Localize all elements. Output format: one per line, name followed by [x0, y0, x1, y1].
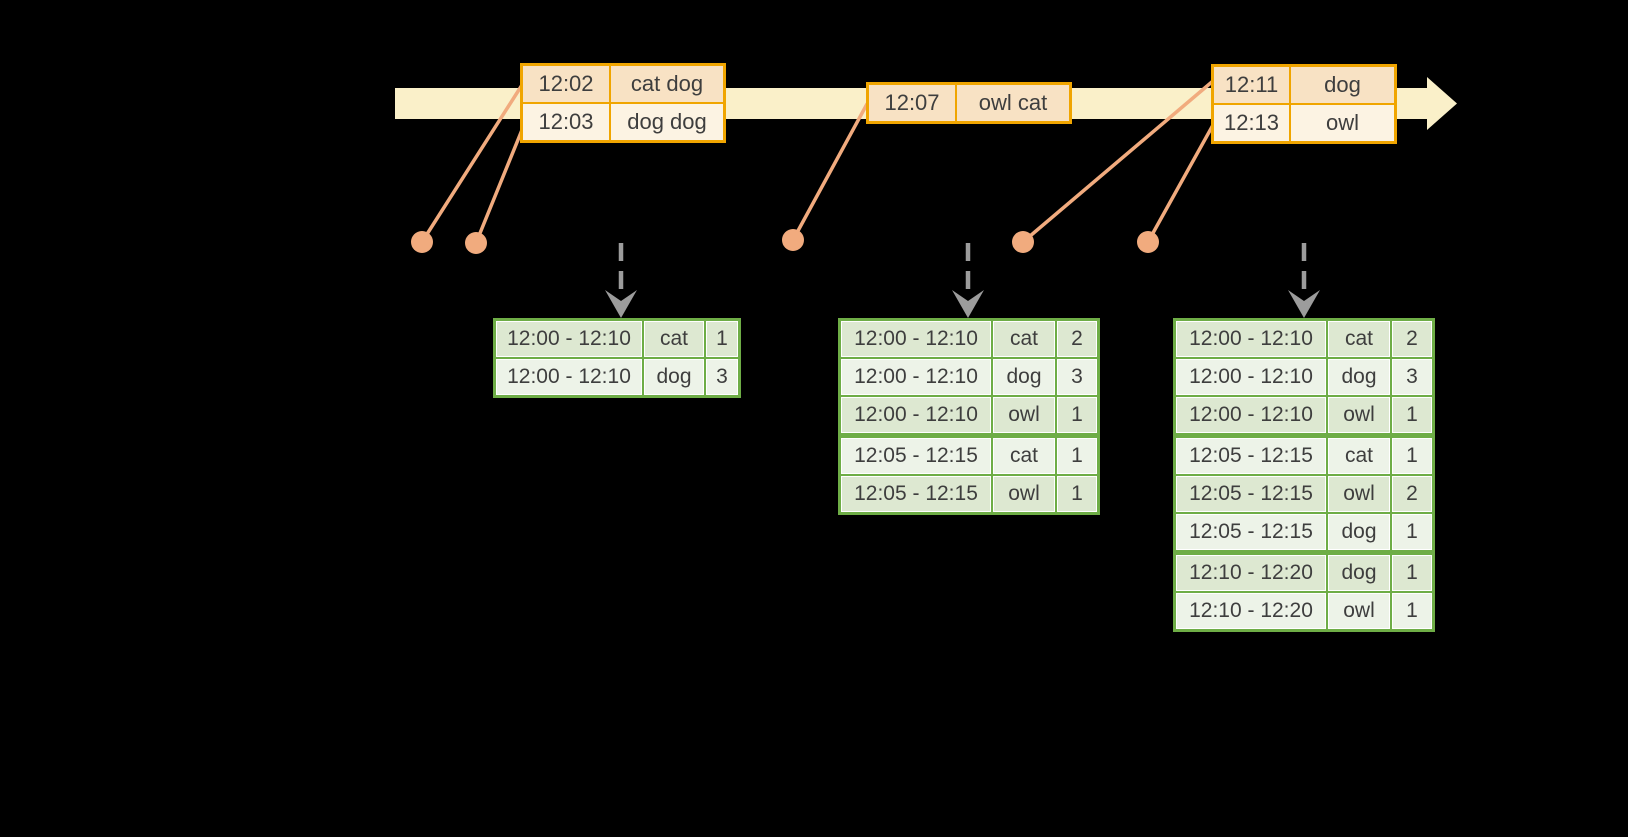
connector-line: [1021, 79, 1215, 244]
result-row: 12:05 - 12:15 cat 1: [1176, 438, 1432, 474]
event-row: 12:11 dog: [1214, 67, 1394, 103]
word-cell: owl: [993, 397, 1055, 433]
word-cell: owl: [993, 476, 1055, 512]
arrow-down-icon: [605, 290, 637, 318]
event-words-cell: dog: [1291, 67, 1394, 103]
connector-line: [791, 102, 869, 242]
trigger-arrows: [605, 243, 1320, 318]
event-time-cell: 12:03: [523, 104, 609, 140]
event-row: 12:02 cat dog: [523, 66, 723, 102]
result-row: 12:00 - 12:10 owl 1: [1176, 397, 1432, 433]
word-cell: dog: [644, 359, 704, 395]
word-cell: owl: [1328, 397, 1390, 433]
count-cell: 1: [1392, 555, 1432, 591]
result-row: 12:10 - 12:20 dog 1: [1176, 555, 1432, 591]
arrow-down-icon: [1288, 290, 1320, 318]
result-row: 12:00 - 12:10 cat 2: [1176, 321, 1432, 357]
result-table-2: 12:00 - 12:10 cat 2 12:00 - 12:10 dog 3 …: [838, 318, 1100, 515]
window-cell: 12:05 - 12:15: [1176, 476, 1326, 512]
event-words-cell: owl: [1291, 105, 1394, 141]
result-row: 12:00 - 12:10 cat 2: [841, 321, 1097, 357]
count-cell: 1: [1392, 593, 1432, 629]
event-time-cell: 12:13: [1214, 105, 1289, 141]
window-cell: 12:00 - 12:10: [841, 397, 991, 433]
count-cell: 2: [1392, 321, 1432, 357]
event-dot: [465, 232, 487, 254]
word-cell: dog: [1328, 555, 1390, 591]
connector-line: [420, 83, 524, 244]
event-table-2: 12:07 owl cat: [866, 82, 1072, 124]
event-table-1: 12:02 cat dog 12:03 dog dog: [520, 63, 726, 143]
result-row: 12:05 - 12:15 owl 2: [1176, 476, 1432, 512]
window-cell: 12:10 - 12:20: [1176, 555, 1326, 591]
event-words-cell: dog dog: [611, 104, 723, 140]
result-row: 12:00 - 12:10 dog 3: [841, 359, 1097, 395]
count-cell: 1: [1392, 397, 1432, 433]
window-cell: 12:05 - 12:15: [1176, 438, 1326, 474]
count-cell: 3: [706, 359, 738, 395]
result-table-1: 12:00 - 12:10 cat 1 12:00 - 12:10 dog 3: [493, 318, 741, 398]
event-words-cell: owl cat: [957, 85, 1069, 121]
result-table-3: 12:00 - 12:10 cat 2 12:00 - 12:10 dog 3 …: [1173, 318, 1435, 632]
count-cell: 1: [1392, 438, 1432, 474]
word-cell: cat: [993, 321, 1055, 357]
word-cell: owl: [1328, 593, 1390, 629]
count-cell: 1: [1057, 476, 1097, 512]
connector-line: [1146, 123, 1215, 244]
word-cell: cat: [644, 321, 704, 357]
result-row: 12:00 - 12:10 owl 1: [841, 397, 1097, 433]
event-dot: [1012, 231, 1034, 253]
window-cell: 12:00 - 12:10: [841, 321, 991, 357]
count-cell: 3: [1392, 359, 1432, 395]
window-cell: 12:00 - 12:10: [496, 359, 642, 395]
count-cell: 2: [1057, 321, 1097, 357]
event-row: 12:07 owl cat: [869, 85, 1069, 121]
event-time-cell: 12:07: [869, 85, 955, 121]
count-cell: 1: [1057, 438, 1097, 474]
event-table-3: 12:11 dog 12:13 owl: [1211, 64, 1397, 144]
word-cell: cat: [1328, 438, 1390, 474]
event-dots: [411, 229, 1159, 254]
result-row: 12:00 - 12:10 dog 3: [496, 359, 738, 395]
event-dot: [782, 229, 804, 251]
window-cell: 12:00 - 12:10: [841, 359, 991, 395]
window-cell: 12:05 - 12:15: [841, 476, 991, 512]
event-connector-lines: [420, 79, 1215, 245]
result-row: 12:05 - 12:15 dog 1: [1176, 514, 1432, 550]
window-cell: 12:00 - 12:10: [1176, 321, 1326, 357]
count-cell: 1: [1057, 397, 1097, 433]
word-cell: dog: [1328, 514, 1390, 550]
timeline-arrowhead-icon: [1427, 77, 1457, 130]
connector-line: [474, 123, 526, 245]
window-cell: 12:05 - 12:15: [841, 438, 991, 474]
event-row: 12:03 dog dog: [523, 104, 723, 140]
word-cell: dog: [993, 359, 1055, 395]
window-cell: 12:05 - 12:15: [1176, 514, 1326, 550]
event-time-cell: 12:11: [1214, 67, 1289, 103]
result-row: 12:00 - 12:10 dog 3: [1176, 359, 1432, 395]
arrow-down-icon: [952, 290, 984, 318]
result-row: 12:05 - 12:15 owl 1: [841, 476, 1097, 512]
word-cell: cat: [993, 438, 1055, 474]
result-row: 12:00 - 12:10 cat 1: [496, 321, 738, 357]
event-time-cell: 12:02: [523, 66, 609, 102]
result-row: 12:05 - 12:15 cat 1: [841, 438, 1097, 474]
word-cell: cat: [1328, 321, 1390, 357]
count-cell: 1: [706, 321, 738, 357]
count-cell: 3: [1057, 359, 1097, 395]
event-dot: [411, 231, 433, 253]
count-cell: 1: [1392, 514, 1432, 550]
window-cell: 12:00 - 12:10: [496, 321, 642, 357]
event-words-cell: cat dog: [611, 66, 723, 102]
word-cell: dog: [1328, 359, 1390, 395]
event-row: 12:13 owl: [1214, 105, 1394, 141]
window-cell: 12:00 - 12:10: [1176, 359, 1326, 395]
result-row: 12:10 - 12:20 owl 1: [1176, 593, 1432, 629]
count-cell: 2: [1392, 476, 1432, 512]
window-cell: 12:10 - 12:20: [1176, 593, 1326, 629]
window-cell: 12:00 - 12:10: [1176, 397, 1326, 433]
word-cell: owl: [1328, 476, 1390, 512]
event-dot: [1137, 231, 1159, 253]
